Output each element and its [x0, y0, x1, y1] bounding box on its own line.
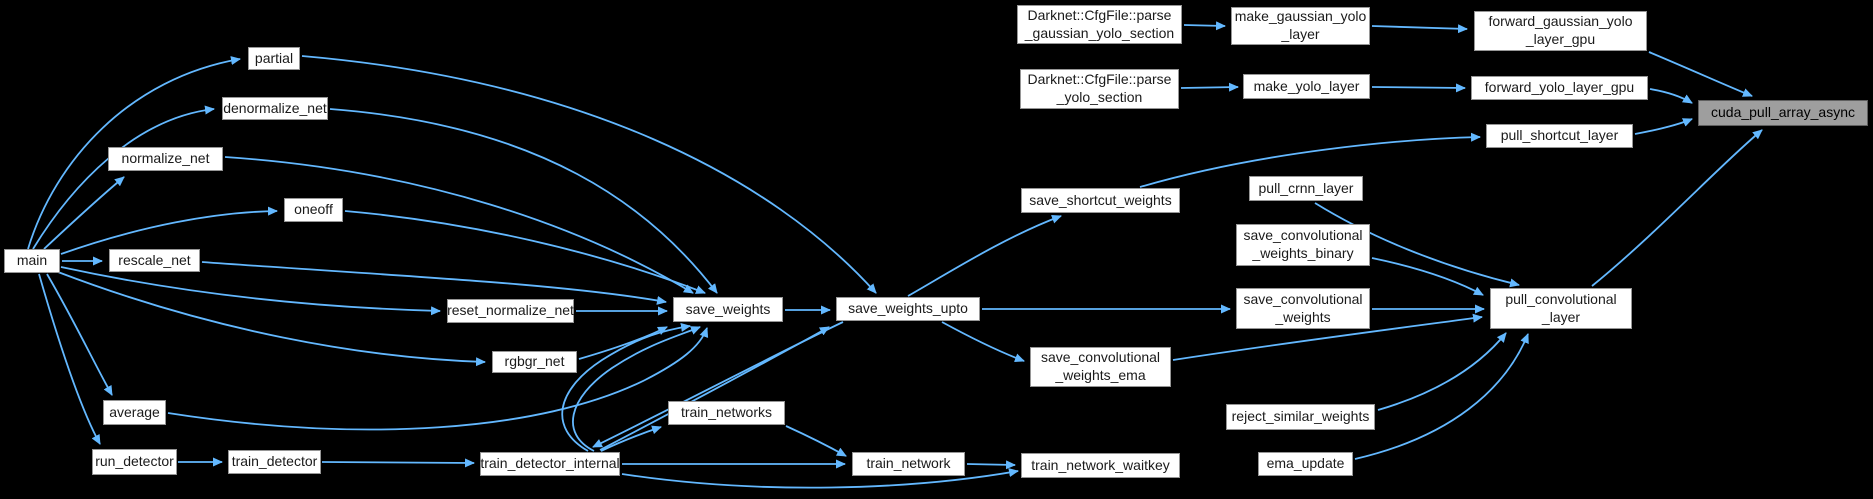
node-forward-gaussian-yolo-layer-gpu[interactable]: forward_gaussian_yolo _layer_gpu: [1474, 11, 1647, 51]
edge-train_detector_internal-train_networks: [600, 425, 662, 452]
edge-save_convolutional_weights_ema-pull_convolutional_layer: [1172, 313, 1483, 361]
edge-denormalize_net-save_weights: [329, 108, 718, 294]
edge-make_yolo_layer-forward_yolo_layer_gpu: [1371, 83, 1466, 93]
edge-average-save_weights: [167, 327, 709, 431]
edge-pull_crnn_layer-pull_convolutional_layer: [1314, 202, 1520, 288]
edge-save_weights_upto-save_convolutional_weights_ema: [941, 321, 1025, 363]
node-make-yolo-layer[interactable]: make_yolo_layer: [1243, 74, 1370, 99]
node-train-network-waitkey[interactable]: train_network_waitkey: [1021, 453, 1180, 478]
edge-forward_gaussian_yolo_layer_gpu-cuda_pull_array_async: [1648, 51, 1753, 97]
node-save-shortcut-weights[interactable]: save_shortcut_weights: [1021, 188, 1180, 213]
node-rgbgr-net[interactable]: rgbgr_net: [492, 351, 577, 373]
node-reject-similar-weights[interactable]: reject_similar_weights: [1226, 404, 1375, 430]
node-main[interactable]: main: [4, 249, 60, 273]
edge-main-average: [46, 273, 113, 396]
node-parse-gaussian-yolo-section[interactable]: Darknet::CfgFile::parse _gaussian_yolo_s…: [1017, 5, 1182, 44]
node-cuda-pull-array-async: cuda_pull_array_async: [1698, 100, 1868, 126]
node-train-detector[interactable]: train_detector: [228, 450, 321, 474]
node-forward-yolo-layer-gpu[interactable]: forward_yolo_layer_gpu: [1471, 76, 1648, 100]
edge-train_network-train_network_waitkey: [966, 460, 1016, 470]
node-partial[interactable]: partial: [248, 47, 300, 70]
edge-main-reset_normalize_net: [60, 266, 441, 316]
edge-pull_convolutional_layer-cuda_pull_array_async: [1591, 129, 1763, 287]
edge-oneoff-save_weights: [344, 210, 706, 294]
node-train-networks[interactable]: train_networks: [668, 401, 785, 425]
edge-parse_yolo_section-make_yolo_layer: [1180, 82, 1239, 92]
node-denormalize-net[interactable]: denormalize_net: [222, 97, 328, 120]
edge-pull_shortcut_layer-cuda_pull_array_async: [1634, 118, 1693, 135]
edge-reject_similar_weights-pull_convolutional_layer: [1377, 332, 1507, 411]
node-ema-update[interactable]: ema_update: [1258, 452, 1353, 476]
node-make-gaussian-yolo-layer[interactable]: make_gaussian_yolo _layer: [1231, 7, 1370, 45]
edge-train_detector_internal-save_weights-b: [572, 326, 701, 452]
node-oneoff[interactable]: oneoff: [284, 198, 343, 222]
edge-train_networks-train_network: [785, 425, 847, 457]
node-save-convolutional-weights-ema[interactable]: save_convolutional _weights_ema: [1030, 347, 1171, 387]
edge-main-run_detector: [38, 273, 101, 445]
edge-train_detector_internal-train_network_waitkey: [621, 468, 1019, 489]
node-save-convolutional-weights[interactable]: save_convolutional _weights: [1236, 288, 1370, 329]
node-parse-yolo-section[interactable]: Darknet::CfgFile::parse _yolo_section: [1020, 69, 1179, 109]
node-run-detector[interactable]: run_detector: [92, 449, 177, 475]
edge-save_weights_upto-save_shortcut_weights: [907, 214, 1062, 297]
node-normalize-net[interactable]: normalize_net: [108, 147, 223, 171]
edge-train_detector-train_detector_internal: [321, 458, 475, 468]
edge-save_weights_upto-train_detector_internal: [592, 321, 844, 448]
node-save-convolutional-weights-binary[interactable]: save_convolutional _weights_binary: [1236, 224, 1370, 266]
node-save-weights-upto[interactable]: save_weights_upto: [836, 297, 980, 321]
node-train-detector-internal[interactable]: train_detector_internal: [480, 452, 620, 476]
edge-main-partial: [27, 56, 241, 250]
edge-partial-save_weights_upto: [301, 55, 877, 294]
edge-ema_update-pull_convolutional_layer: [1354, 333, 1529, 460]
edge-main-normalize_net: [43, 176, 125, 250]
node-pull-convolutional-layer[interactable]: pull_convolutional _layer: [1490, 288, 1632, 329]
edge-make_gaussian_yolo_layer-forward_gaussian_yolo_layer_gpu: [1371, 24, 1468, 34]
node-rescale-net[interactable]: rescale_net: [109, 249, 200, 272]
edge-rgbgr_net-save_weights: [578, 326, 668, 360]
node-pull-shortcut-layer[interactable]: pull_shortcut_layer: [1486, 124, 1633, 148]
edge-main-rgbgr_net: [57, 271, 486, 367]
edge-save_convolutional_weights_binary-pull_convolutional_layer: [1371, 257, 1484, 296]
node-train-network[interactable]: train_network: [852, 452, 965, 476]
node-pull-crnn-layer[interactable]: pull_crnn_layer: [1249, 176, 1363, 201]
edge-forward_yolo_layer_gpu-cuda_pull_array_async: [1649, 88, 1693, 104]
edge-parse_gaussian_yolo_section-make_gaussian_yolo_layer: [1183, 21, 1226, 31]
node-reset-normalize-net[interactable]: reset_normalize_net: [447, 299, 574, 323]
node-save-weights[interactable]: save_weights: [673, 297, 783, 322]
node-average[interactable]: average: [103, 400, 166, 425]
edge-save_shortcut_weights-pull_shortcut_layer: [1139, 132, 1481, 188]
edge-rescale_net-save_weights: [201, 261, 667, 305]
edge-normalize_net-save_weights: [224, 156, 694, 294]
edge-main-oneoff: [60, 206, 278, 255]
